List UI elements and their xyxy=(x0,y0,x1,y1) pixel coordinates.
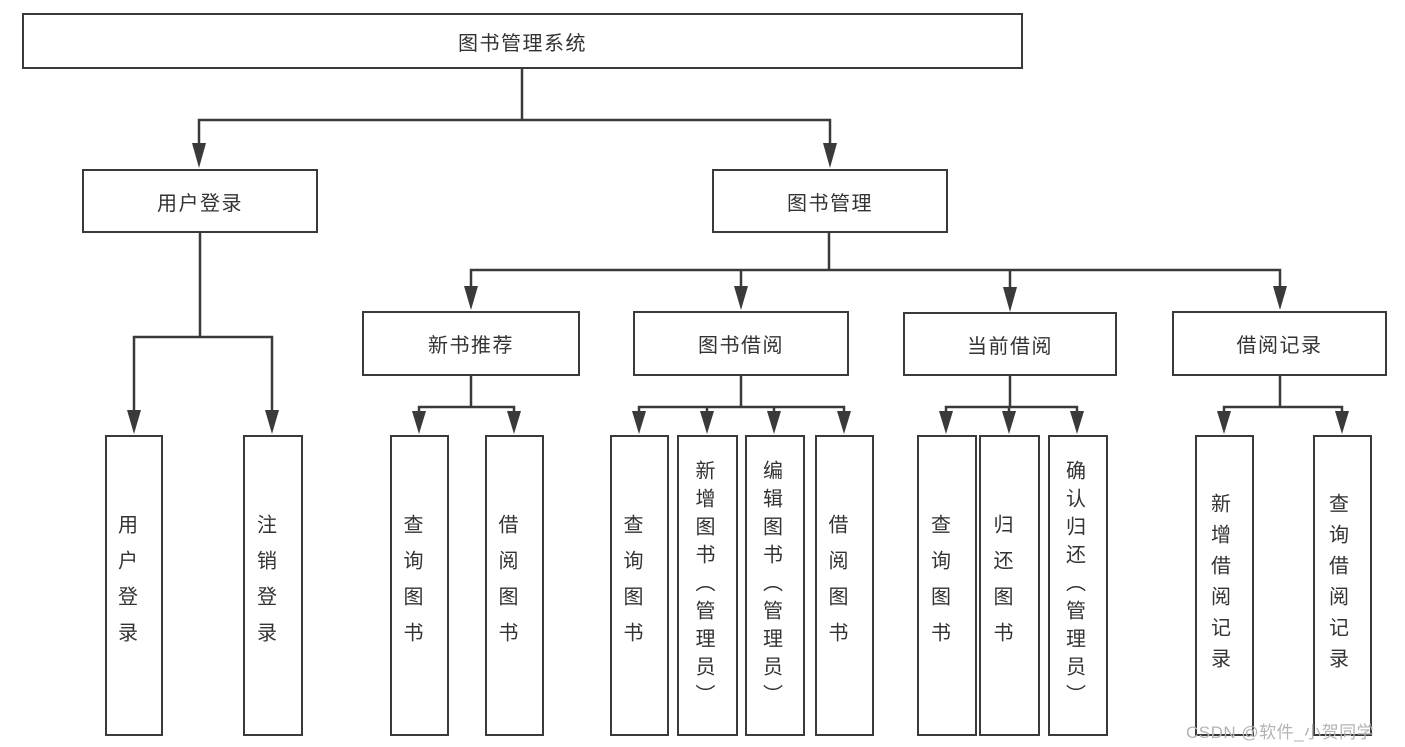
node-new-book-recommend-label: 新书推荐 xyxy=(428,335,514,357)
node-root-label: 图书管理系统 xyxy=(458,32,587,55)
leaf-current-query-books: 查询图书 xyxy=(917,435,977,736)
leaf-user-login-label: 用户登录 xyxy=(114,513,137,658)
leaf-logout: 注销登录 xyxy=(243,435,303,736)
leaf-borrowing-borrow-books: 借阅图书 xyxy=(815,435,874,736)
node-borrowing-records: 借阅记录 xyxy=(1172,311,1387,376)
node-book-management-label: 图书管理 xyxy=(787,192,873,215)
node-user-login: 用户登录 xyxy=(82,169,318,233)
leaf-add-books-admin-label: 新增图书（管理员） xyxy=(692,459,714,712)
leaf-edit-books-admin-label: 编辑图书（管理员） xyxy=(759,459,782,712)
leaf-borrowing-query-books: 查询图书 xyxy=(610,435,669,736)
node-root: 图书管理系统 xyxy=(22,13,1023,69)
leaf-newbook-borrow-books-label: 借阅图书 xyxy=(495,513,517,658)
watermark: CSDN @软件_小贺同学 xyxy=(1186,723,1375,742)
node-book-management: 图书管理 xyxy=(712,169,948,233)
leaf-add-borrow-record: 新增借阅记录 xyxy=(1195,435,1254,736)
leaf-current-query-books-label: 查询图书 xyxy=(927,513,950,658)
leaf-confirm-return-admin: 确认归还（管理员） xyxy=(1048,435,1108,736)
node-new-book-recommend: 新书推荐 xyxy=(362,311,580,376)
leaf-borrowing-query-books-label: 查询图书 xyxy=(620,513,642,658)
leaf-newbook-query-books: 查询图书 xyxy=(390,435,449,736)
node-current-borrowing: 当前借阅 xyxy=(903,312,1117,376)
leaf-newbook-query-books-label: 查询图书 xyxy=(400,513,422,658)
node-borrowing-records-label: 借阅记录 xyxy=(1236,335,1323,357)
node-book-borrowing: 图书借阅 xyxy=(633,311,849,376)
leaf-query-borrow-record: 查询借阅记录 xyxy=(1313,435,1372,736)
leaf-newbook-borrow-books: 借阅图书 xyxy=(485,435,544,736)
leaf-return-books: 归还图书 xyxy=(979,435,1040,736)
leaf-confirm-return-admin-label: 确认归还（管理员） xyxy=(1062,459,1085,712)
leaf-query-borrow-record-label: 查询借阅记录 xyxy=(1325,492,1348,679)
node-user-login-label: 用户登录 xyxy=(157,192,243,215)
leaf-logout-label: 注销登录 xyxy=(253,513,276,658)
leaf-edit-books-admin: 编辑图书（管理员） xyxy=(745,435,805,736)
leaf-return-books-label: 归还图书 xyxy=(990,513,1012,658)
node-current-borrowing-label: 当前借阅 xyxy=(967,335,1053,358)
leaf-add-borrow-record-label: 新增借阅记录 xyxy=(1207,492,1230,679)
leaf-add-books-admin: 新增图书（管理员） xyxy=(677,435,738,736)
leaf-borrowing-borrow-books-label: 借阅图书 xyxy=(825,513,847,658)
leaf-user-login: 用户登录 xyxy=(105,435,163,736)
node-book-borrowing-label: 图书借阅 xyxy=(698,335,784,357)
